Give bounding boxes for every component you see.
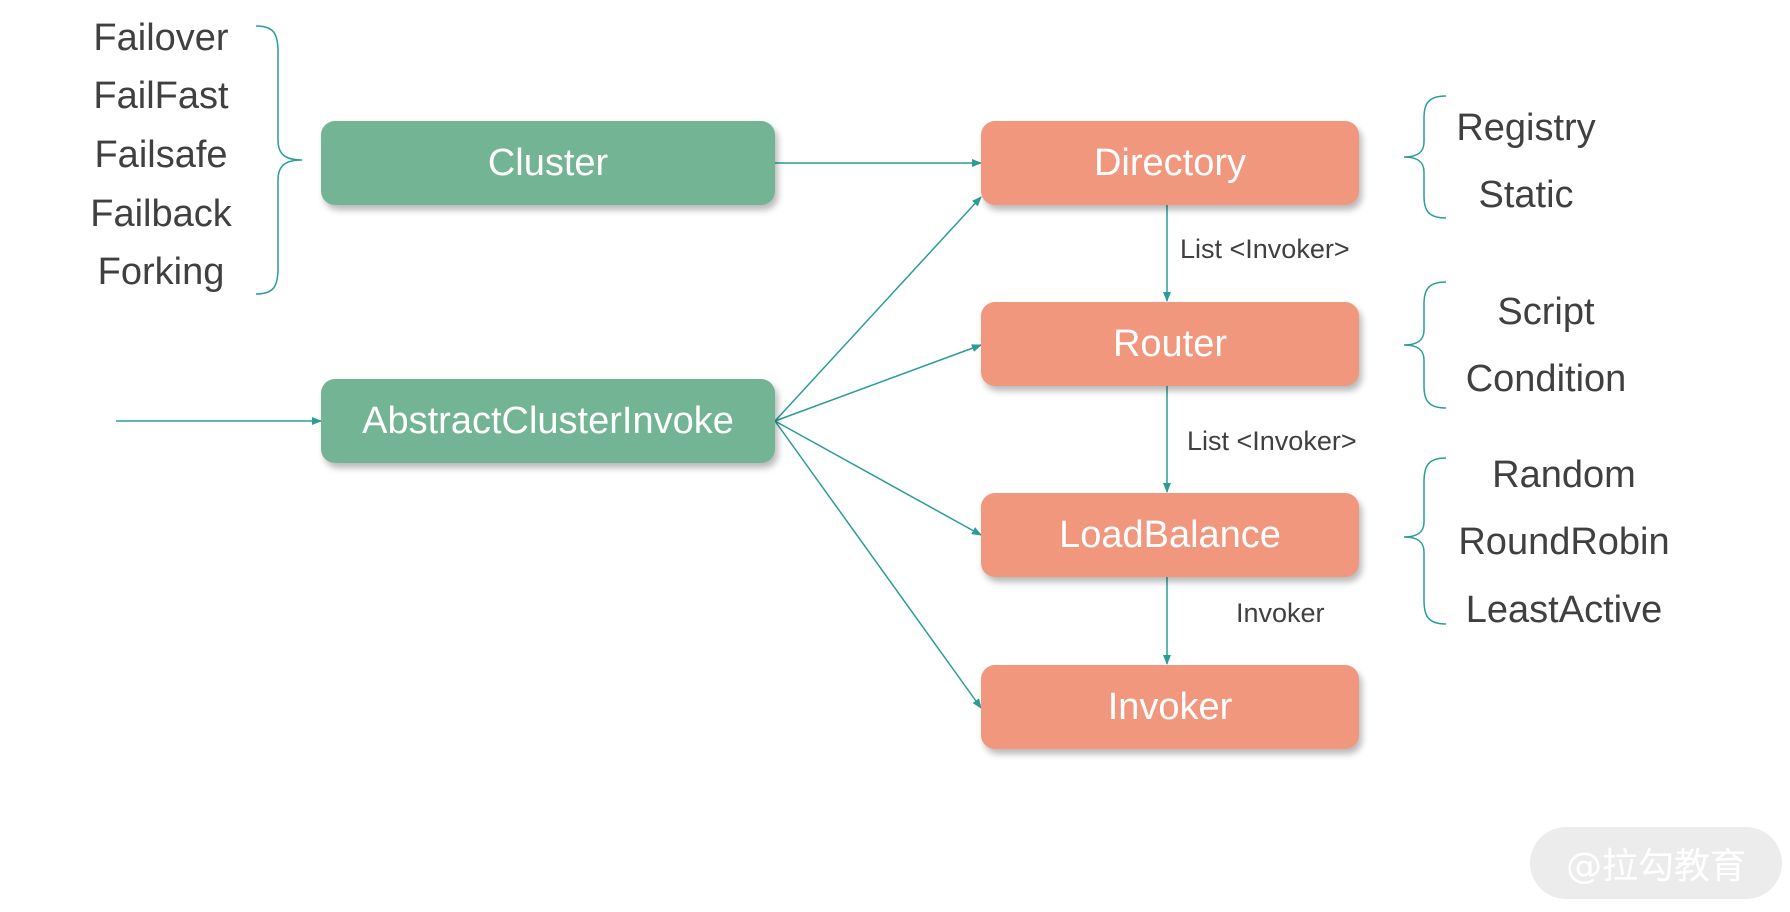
router-type-item: Script [1497,291,1595,333]
arrow-abstract-to-loadbalance [774,420,982,536]
directory-box: Directory [981,121,1359,205]
cluster-strategies-brace [255,25,303,295]
loadbalance-box: LoadBalance [981,493,1359,577]
cluster-box: Cluster [321,121,775,205]
arrow-abstract-to-router [774,344,982,422]
loadbalance-type-item: LeastActive [1465,589,1663,631]
invoker-box-label: Invoker [1107,685,1233,728]
directory-type-item: Static [1478,174,1574,216]
router-types-brace [1403,281,1447,409]
router-type-item: Condition [1465,358,1627,400]
loadbalance-type-item: Random [1492,454,1636,496]
arrow-abstract-to-invoker [774,420,982,709]
router-box-label: Router [1112,322,1228,365]
loadbalance-type-item: RoundRobin [1458,521,1670,563]
watermark-badge: @拉勾教育 [1530,827,1782,899]
edge-label-directory-router: List <Invoker> [1180,234,1350,264]
loadbalance-box-label: LoadBalance [1059,513,1281,556]
cluster-box-label: Cluster [487,141,609,184]
abstract-cluster-invoke-box: AbstractClusterInvoke [321,379,775,463]
watermark-text: @拉勾教育 [1565,846,1746,887]
cluster-strategy-item: FailFast [93,75,229,117]
directory-type-item: Registry [1456,107,1596,149]
cluster-strategy-item: Failover [93,17,229,59]
cluster-strategy-item: Failsafe [94,134,228,176]
arrow-abstract-to-directory [774,196,982,422]
invoker-box: Invoker [981,665,1359,749]
directory-box-label: Directory [1093,141,1247,184]
edge-label-loadbalance-invoker: Invoker [1236,598,1325,628]
cluster-strategy-item: Failback [90,193,232,235]
edge-label-router-loadbalance: List <Invoker> [1187,426,1357,456]
router-box: Router [981,302,1359,386]
abstract-cluster-invoke-label: AbstractClusterInvoke [362,399,734,442]
cluster-strategy-item: Forking [97,251,225,293]
directory-types-brace [1403,95,1447,219]
loadbalance-types-brace [1403,457,1447,625]
